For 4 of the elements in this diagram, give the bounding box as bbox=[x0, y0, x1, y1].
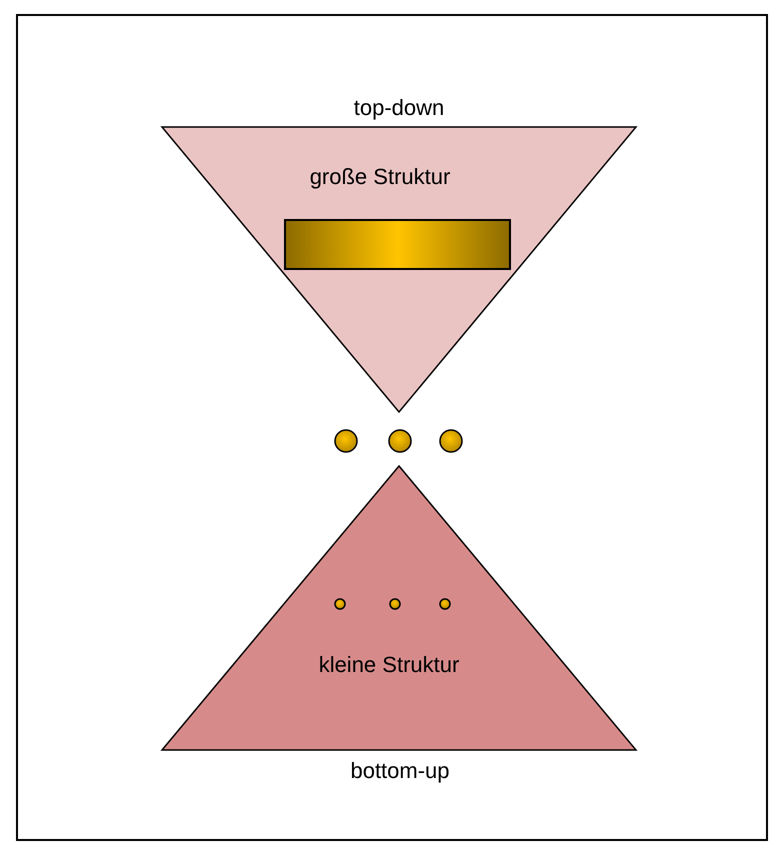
structure-label: kleine Struktur bbox=[318, 652, 460, 678]
structure-label: große Struktur bbox=[310, 164, 450, 190]
footer-label: bottom-up bbox=[350, 758, 450, 784]
heading-label: top-down bbox=[354, 95, 444, 121]
